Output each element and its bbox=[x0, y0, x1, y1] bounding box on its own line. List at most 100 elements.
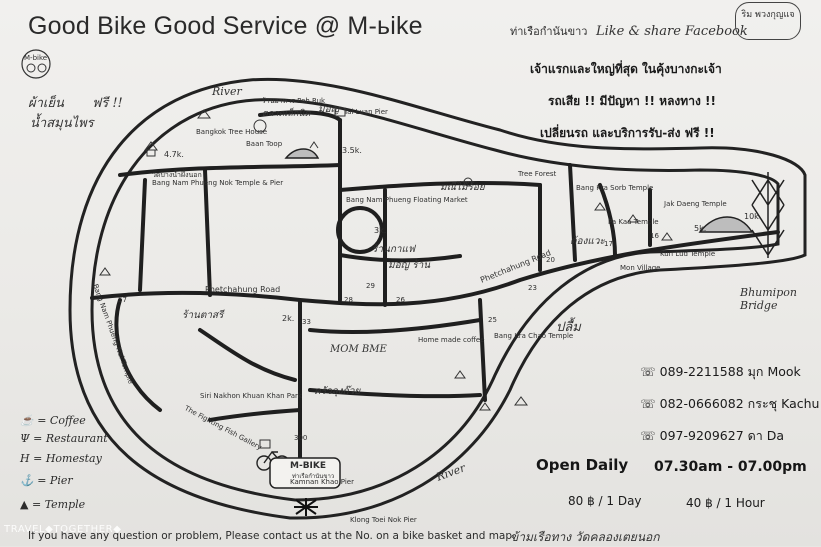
phone-icon: ☏ bbox=[640, 428, 656, 443]
place-bang-kra-chao-temple: Bang Kra Chao Temple bbox=[494, 332, 574, 340]
header-thai-pier: ท่าเรือกำนันขาว bbox=[510, 25, 588, 38]
place-baan-toop: Baan Toop bbox=[246, 140, 283, 148]
hand-label-ta-sri: ร้านตาสรี bbox=[182, 310, 224, 321]
legend-temple: ▲ = Temple bbox=[20, 498, 86, 511]
footer-note: If you have any question or problem, Ple… bbox=[28, 530, 516, 542]
pier-wheel-icon bbox=[294, 498, 318, 516]
road-no-20: 20 bbox=[546, 256, 555, 264]
place-tai-luan-pier: Tai Luan Pier bbox=[344, 108, 388, 116]
place-bang-kra-sorb: Bang Kra Sorb Temple bbox=[576, 184, 654, 192]
road-no-23: 23 bbox=[528, 284, 537, 292]
mbike-label: M-BIKE bbox=[290, 461, 327, 471]
bhumipon-bridge bbox=[751, 172, 785, 258]
contact-1-name: มุก Mook bbox=[747, 364, 801, 379]
legend-pier: ⚓ = Pier bbox=[20, 474, 73, 487]
phone-icon: ☏ bbox=[640, 364, 656, 379]
bridge-label: Bhumipon Bridge bbox=[740, 286, 797, 312]
hand-label-wood: มณีไม้ร้อย bbox=[440, 182, 485, 193]
logo-ring bbox=[21, 49, 51, 79]
road-no-26: 26 bbox=[396, 296, 405, 304]
phone-icon: ☏ bbox=[640, 396, 656, 411]
place-tree-forest: Tree Forest bbox=[518, 170, 557, 178]
place-pa-kaa-temple: Pa Kaa Temple bbox=[608, 218, 659, 226]
place-poh-ruk: ร้านอาหาร Poh Ruk bbox=[262, 97, 326, 105]
hand-label-pleum: ปลื้ม bbox=[556, 320, 581, 335]
footer-thai: ข้ามเรือทาง วัดคลองเตยนอก bbox=[510, 530, 660, 544]
contact-1-phone: 089-2211588 bbox=[659, 364, 744, 379]
contact-2[interactable]: ☏ 082-0666082 กระชุ Kachu bbox=[640, 394, 819, 414]
logo-text: M-bike bbox=[24, 54, 48, 62]
legend-coffee: ☕ = Coffee bbox=[20, 414, 86, 427]
distance-3k: 3k. bbox=[374, 226, 387, 235]
bridge-arch-2 bbox=[284, 148, 320, 159]
coffee-icon: ☕ bbox=[20, 414, 34, 427]
distance-2k: 2k. bbox=[282, 314, 295, 323]
hand-label-mon-shop: มอญ ร้าน bbox=[388, 260, 431, 271]
place-sri-nakhon-park: Siri Nakhon Khuan Khan Park bbox=[200, 392, 302, 400]
open-time: 07.30am - 07.00pm bbox=[654, 459, 807, 475]
road-no-17: 17 bbox=[604, 240, 613, 248]
road-phetchahung bbox=[90, 230, 780, 307]
road-no-300: 300 bbox=[294, 434, 308, 442]
open-label: Open Daily bbox=[536, 456, 629, 474]
contact-2-name: กระชุ Kachu bbox=[747, 396, 820, 411]
legend-homestay: H = Homestay bbox=[20, 452, 102, 465]
distance-5k: 5k. bbox=[694, 224, 707, 233]
place-jak-daeng-temple: Jak Daeng Temple bbox=[664, 200, 727, 208]
place-bangkok-tree-house: Bangkok Tree House bbox=[196, 128, 268, 136]
hand-label-uncle-kuay: ครัวลุงก๊วย bbox=[314, 386, 361, 397]
poi-doodles bbox=[99, 107, 673, 449]
place-mon-village: Mon Village bbox=[620, 264, 661, 272]
legend-restaurant: Ψ = Restaurant bbox=[20, 432, 108, 445]
hand-note-towel: ผ้าเย็น bbox=[28, 96, 64, 111]
road-no-29: 29 bbox=[366, 282, 375, 290]
homestay-icon: H bbox=[20, 452, 30, 465]
river-label-top: River bbox=[212, 85, 242, 98]
watermark: TRAVEL◆TOGETHER◆ bbox=[4, 524, 122, 535]
restaurant-icon: Ψ bbox=[20, 432, 30, 445]
like-share-link[interactable]: Like & share Facebook bbox=[596, 24, 748, 39]
place-kamnan-khao-pier: Kamnan Khao Pier bbox=[290, 478, 354, 486]
place-kun-lud-temple: Kun Lud Temple bbox=[660, 250, 716, 258]
temple-icon: ▲ bbox=[20, 498, 29, 511]
road-label-main: Phetchahung Road bbox=[205, 285, 281, 294]
road-no-33: 33 bbox=[302, 318, 311, 326]
promo-line-3: เปลี่ยนรถ และบริการรับ-ส่ง ฟรี !! bbox=[540, 126, 715, 140]
contact-3-name: ดา Da bbox=[747, 428, 785, 443]
hand-label-mon: มอญ bbox=[318, 104, 340, 115]
river-bank-inner bbox=[90, 98, 780, 502]
contact-3[interactable]: ☏ 097-9209627 ดา Da bbox=[640, 426, 784, 446]
place-bnp-nok-temple: Bang Nam Phueng Nok Temple & Pier bbox=[152, 179, 284, 187]
promo-line-1: เจ้าแรกและใหญ่ที่สุด ในคุ้งบางกะเจ้า bbox=[530, 62, 722, 76]
place-floating-market: Bang Nam Phueng Floating Market bbox=[346, 196, 468, 204]
hand-note-free: ฟรี !! bbox=[92, 96, 123, 111]
road-no-28: 28 bbox=[344, 296, 353, 304]
place-klong-toei-nok-pier: Klong Toei Nok Pier bbox=[350, 516, 417, 524]
distance-4-7k: 4.7k. bbox=[164, 150, 184, 159]
contact-1[interactable]: ☏ 089-2211588 มุก Mook bbox=[640, 362, 801, 382]
mbike-box bbox=[269, 457, 341, 489]
road-no-25: 25 bbox=[488, 316, 497, 324]
distance-3-5k: 3.5k. bbox=[342, 146, 362, 155]
pier-icon: ⚓ bbox=[20, 474, 34, 487]
bridge-arch-1 bbox=[698, 216, 754, 233]
price-day: 80 ฿ / 1 Day bbox=[568, 494, 642, 508]
road-no-16: 16 bbox=[650, 232, 659, 240]
hand-note-herbal: น้ำสมุนไพร bbox=[30, 116, 94, 131]
place-homemade-coffee: Home made coffee bbox=[418, 336, 485, 344]
hand-label-mom-bme: MOM BME bbox=[330, 344, 387, 355]
distance-10k: 10k. bbox=[744, 212, 762, 221]
river-bank-outer bbox=[68, 77, 807, 520]
price-hour: 40 ฿ / 1 Hour bbox=[686, 496, 765, 510]
roundabout bbox=[336, 206, 384, 254]
sticker-badge: ริม พวงกุญแจ bbox=[735, 2, 801, 40]
hand-label-must-stop: ต้องแวะ bbox=[570, 236, 605, 247]
mbike-sub: ท่าเรือกำนันขาว bbox=[292, 473, 335, 480]
road-no-57: 57 bbox=[118, 296, 127, 304]
place-small-market: ตลาดเล็กนิต bbox=[262, 109, 311, 119]
contact-2-phone: 082-0666082 bbox=[659, 396, 744, 411]
hand-label-cafe: ร้านกาแฟ bbox=[372, 244, 416, 255]
place-bnp-nok-thai: วัดบางน้ำผึ้งนอก bbox=[152, 171, 202, 179]
